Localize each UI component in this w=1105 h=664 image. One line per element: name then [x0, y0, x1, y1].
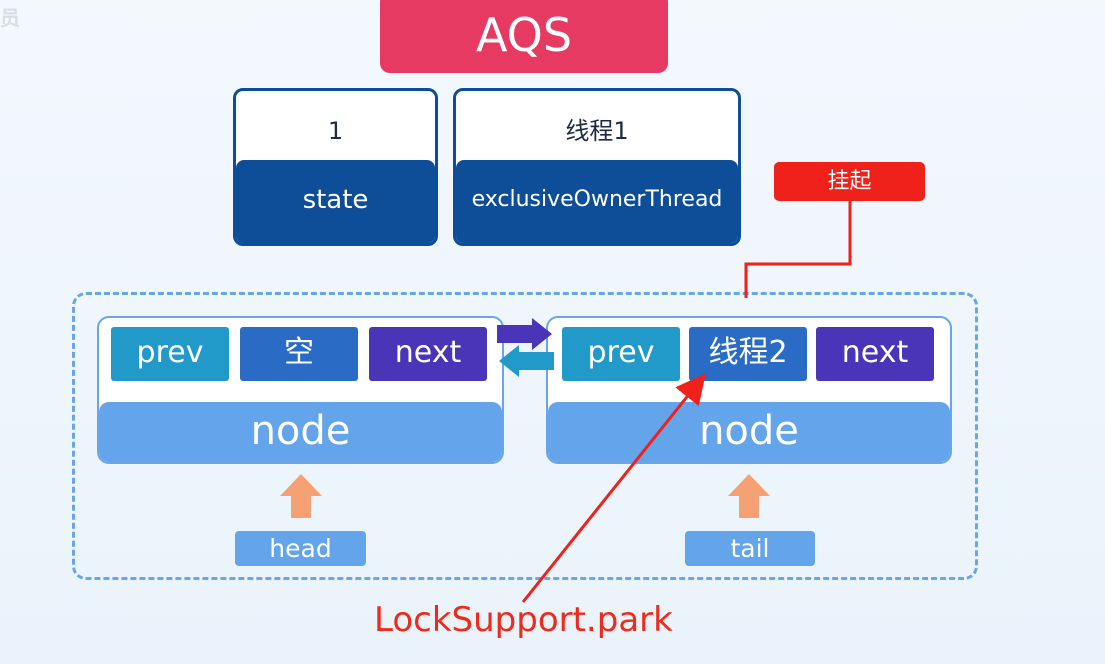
head-node: prev 空 next node	[97, 316, 504, 464]
head-node-data: 空	[240, 327, 358, 381]
tail-node: prev 线程2 next node	[546, 316, 952, 464]
locksupport-park-caption: LockSupport.park	[374, 600, 673, 640]
suspend-label: 挂起	[774, 162, 925, 201]
watermark: 员	[0, 6, 22, 30]
head-pointer-label: head	[235, 531, 366, 566]
head-node-label: node	[99, 402, 502, 462]
backward-link-arrow-icon	[499, 345, 554, 377]
tail-node-prev: prev	[562, 327, 680, 381]
state-field-card: 1 state	[233, 88, 438, 246]
head-node-next: next	[369, 327, 487, 381]
head-node-prev: prev	[111, 327, 229, 381]
tail-node-data: 线程2	[689, 327, 807, 381]
aqs-title: AQS	[380, 0, 668, 73]
state-label: state	[236, 160, 435, 243]
state-value: 1	[327, 117, 344, 145]
tail-pointer-label: tail	[685, 531, 815, 566]
suspend-connector-line	[744, 201, 852, 298]
wait-queue-container	[72, 292, 978, 580]
forward-link-arrow-icon	[497, 318, 552, 350]
owner-thread-field-card: 线程1 exclusiveOwnerThread	[453, 88, 741, 246]
tail-node-next: next	[816, 327, 934, 381]
tail-node-label: node	[548, 402, 950, 462]
owner-thread-label: exclusiveOwnerThread	[456, 160, 738, 243]
owner-thread-value: 线程1	[565, 117, 629, 145]
head-up-arrow-icon	[280, 474, 322, 518]
park-arrow	[521, 373, 706, 603]
tail-up-arrow-icon	[728, 474, 770, 518]
